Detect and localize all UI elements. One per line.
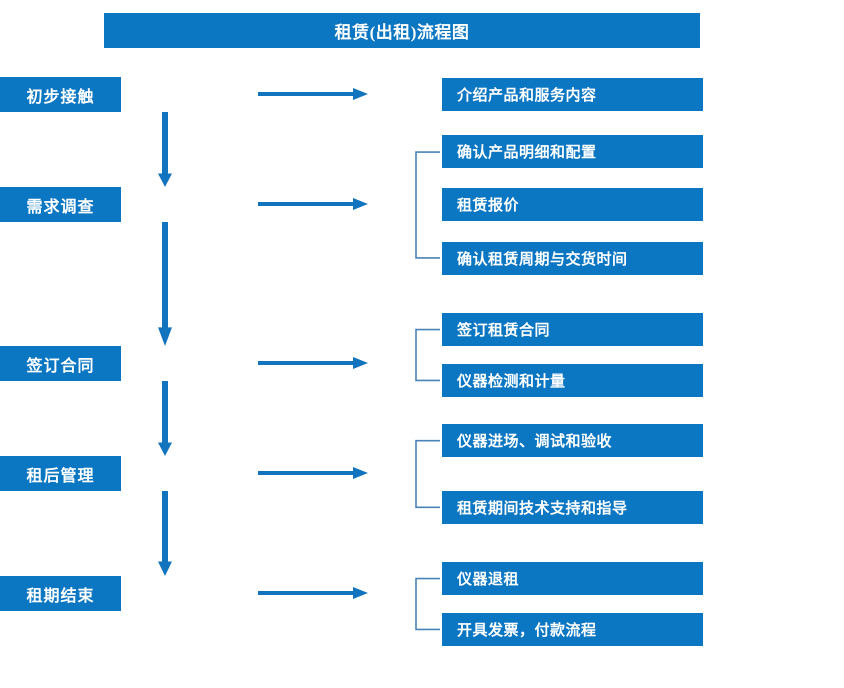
arrow-down-icon-contract-to-management	[155, 381, 175, 456]
page-title: 租赁(出租)流程图	[104, 13, 700, 48]
arrow-right-icon-requirement-survey	[258, 197, 368, 211]
stage-box-lease-end[interactable]: 租期结束	[0, 576, 121, 611]
arrow-right-icon-lease-end	[258, 586, 368, 600]
arrow-down-icon-requirements-to-contract	[155, 222, 175, 346]
stage-box-initial-contact[interactable]: 初步接触	[0, 77, 121, 112]
arrow-right-icon-post-rental-management	[258, 466, 368, 480]
detail-box-introduce-products[interactable]: 介绍产品和服务内容	[442, 78, 703, 111]
arrow-down-icon-management-to-closing	[155, 491, 175, 576]
group-bracket-sign-contract	[414, 329, 440, 381]
detail-box-technical-support[interactable]: 租赁期间技术支持和指导	[442, 491, 703, 524]
detail-box-sign-rental-contract[interactable]: 签订租赁合同	[442, 313, 703, 346]
detail-box-confirm-product-details[interactable]: 确认产品明细和配置	[442, 135, 703, 168]
detail-box-invoice-payment[interactable]: 开具发票，付款流程	[442, 613, 703, 646]
detail-box-instrument-return[interactable]: 仪器退租	[442, 562, 703, 595]
detail-box-instrument-entry-commissioning[interactable]: 仪器进场、调试和验收	[442, 424, 703, 457]
group-bracket-lease-end	[414, 578, 440, 630]
detail-box-confirm-period-delivery[interactable]: 确认租赁周期与交货时间	[442, 242, 703, 275]
arrow-right-icon-sign-contract	[258, 356, 368, 370]
arrow-right-icon-initial-contact	[258, 87, 368, 101]
stage-box-sign-contract[interactable]: 签订合同	[0, 346, 121, 381]
stage-box-post-rental-management[interactable]: 租后管理	[0, 456, 121, 491]
arrow-down-icon-contact-to-requirements	[155, 112, 175, 187]
detail-box-rental-quotation[interactable]: 租赁报价	[442, 188, 703, 221]
detail-box-instrument-inspection[interactable]: 仪器检测和计量	[442, 364, 703, 397]
group-bracket-post-rental-management	[414, 440, 440, 508]
group-bracket-requirement-survey	[414, 151, 440, 259]
stage-box-requirement-survey[interactable]: 需求调查	[0, 187, 121, 222]
